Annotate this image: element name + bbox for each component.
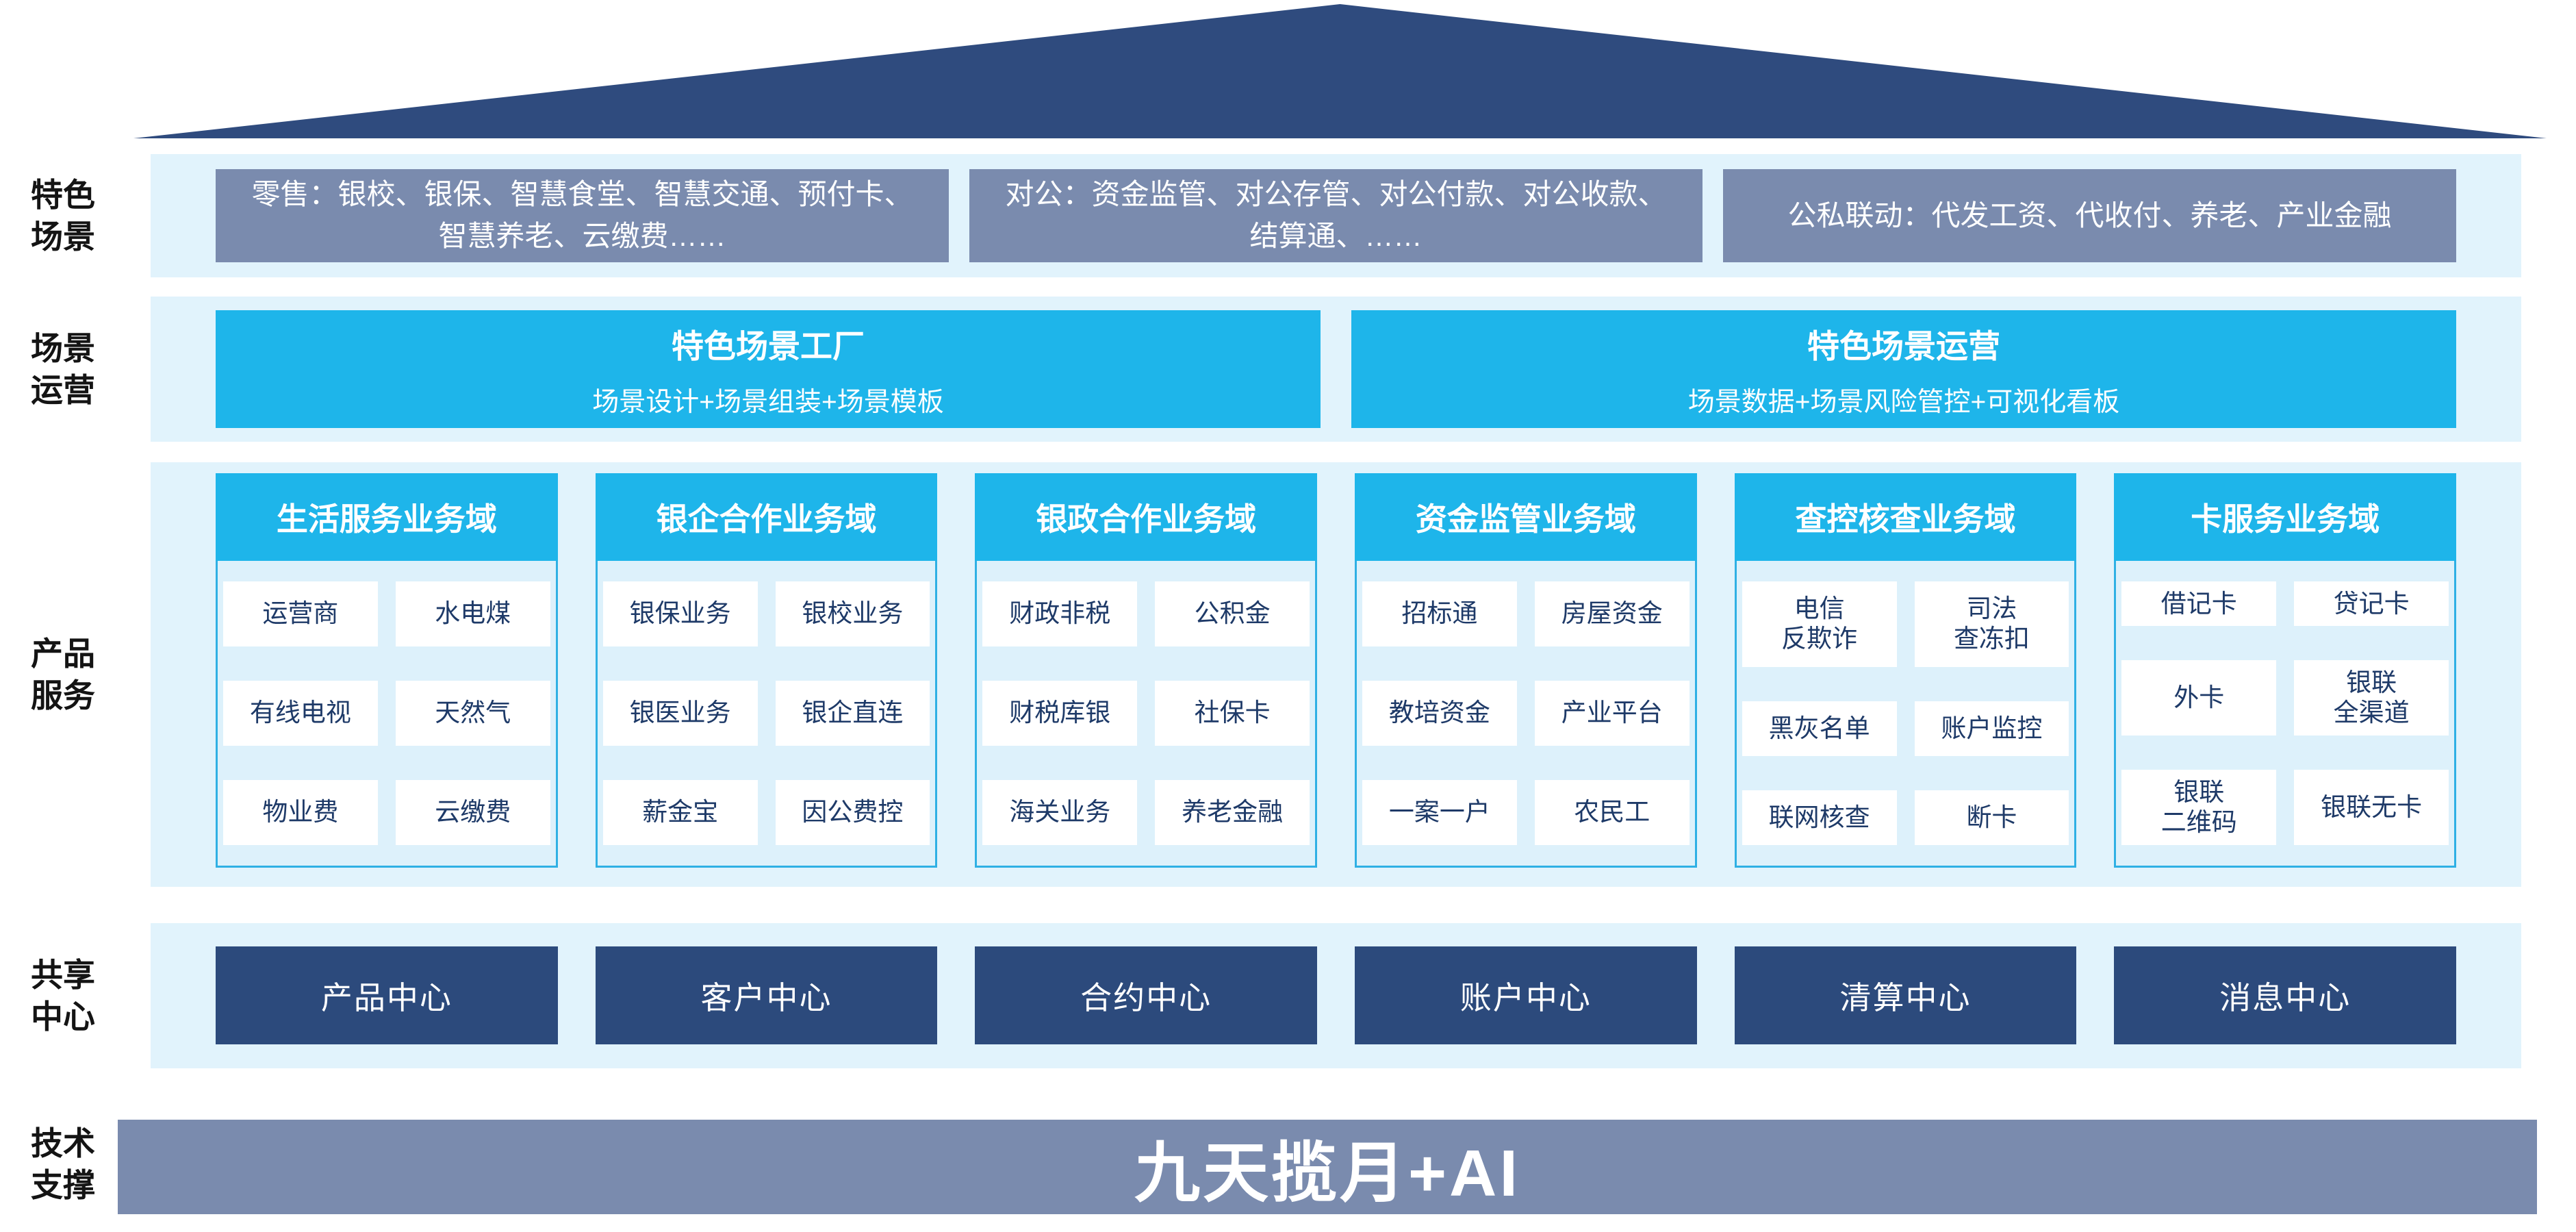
product-cell: 云缴费	[395, 780, 550, 845]
product-cell: 天然气	[395, 681, 550, 746]
product-column-life-service: 生活服务业务域 运营商 水电煤 有线电视 天然气 物业费 云缴费	[216, 473, 558, 868]
product-cell: 外卡	[2121, 660, 2277, 736]
product-cell: 银医业务	[602, 681, 758, 746]
product-cell: 电信 反欺诈	[1742, 581, 1897, 667]
column-body: 财政非税 公积金 财税库银 社保卡 海关业务 养老金融	[977, 561, 1315, 866]
column-header: 卡服务业务域	[2114, 473, 2457, 561]
product-cell: 物业费	[223, 780, 378, 845]
column-header: 银企合作业务域	[595, 473, 938, 561]
column-header: 银政合作业务域	[975, 473, 1318, 561]
scene-box-corporate: 对公：资金监管、对公存管、对公付款、对公收款、结算通、……	[969, 169, 1703, 262]
product-cell: 银校业务	[775, 581, 930, 646]
platform-roof	[133, 4, 2547, 138]
column-body: 银保业务 银校业务 银医业务 银企直连 薪金宝 因公费控	[598, 561, 936, 866]
scene-operation-subtitle: 场景数据+场景风险管控+可视化看板	[1687, 387, 2120, 417]
scene-box-retail: 零售：银校、银保、智慧食堂、智慧交通、预付卡、智慧养老、云缴费……	[216, 169, 949, 262]
product-cell: 公积金	[1155, 581, 1310, 646]
scene-factory-box: 特色场景工厂 场景设计+场景组装+场景模板	[216, 310, 1321, 428]
scene-factory-title: 特色场景工厂	[672, 327, 865, 364]
center-box-product: 产品中心	[216, 946, 558, 1044]
scene-box-public-private: 公私联动：代发工资、代收付、养老、产业金融	[1723, 169, 2456, 262]
product-cell: 一案一户	[1362, 780, 1517, 845]
scene-band: 零售：银校、银保、智慧食堂、智慧交通、预付卡、智慧养老、云缴费…… 对公：资金监…	[151, 154, 2521, 277]
product-cell: 农民工	[1534, 780, 1689, 845]
column-header: 生活服务业务域	[216, 473, 558, 561]
product-band: 生活服务业务域 运营商 水电煤 有线电视 天然气 物业费 云缴费 银企合作业务域…	[151, 462, 2521, 887]
center-box-account: 账户中心	[1355, 946, 1697, 1044]
operation-band: 特色场景工厂 场景设计+场景组装+场景模板 特色场景运营 场景数据+场景风险管控…	[151, 297, 2521, 442]
side-label-operation: 场景 运营	[31, 330, 95, 409]
scene-factory-subtitle: 场景设计+场景组装+场景模板	[592, 387, 944, 417]
product-cell: 断卡	[1914, 790, 2069, 845]
product-cell: 有线电视	[223, 681, 378, 746]
product-cell: 银企直连	[775, 681, 930, 746]
product-cell: 黑灰名单	[1742, 701, 1897, 756]
product-cell: 招标通	[1362, 581, 1517, 646]
column-body: 电信 反欺诈 司法 查冻扣 黑灰名单 账户监控 联网核查 断卡	[1737, 561, 2075, 866]
scene-operation-title: 特色场景运营	[1807, 327, 2000, 364]
product-cell: 联网核查	[1742, 790, 1897, 845]
center-box-contract: 合约中心	[975, 946, 1318, 1044]
side-label-scene: 特色 场景	[31, 177, 95, 255]
share-band: 产品中心 客户中心 合约中心 账户中心 清算中心 消息中心	[151, 923, 2521, 1068]
product-column-inquiry-control: 查控核查业务域 电信 反欺诈 司法 查冻扣 黑灰名单 账户监控 联网核查 断卡	[1734, 473, 2077, 868]
scene-operation-box: 特色场景运营 场景数据+场景风险管控+可视化看板	[1351, 310, 2456, 428]
column-header: 资金监管业务域	[1355, 473, 1697, 561]
center-box-message: 消息中心	[2114, 946, 2457, 1044]
product-cell: 银联 二维码	[2121, 770, 2277, 845]
side-label-product: 产品 服务	[31, 636, 95, 714]
column-body: 借记卡 贷记卡 外卡 银联 全渠道 银联 二维码 银联无卡	[2116, 561, 2454, 866]
product-column-fund-supervision: 资金监管业务域 招标通 房屋资金 教培资金 产业平台 一案一户 农民工	[1355, 473, 1697, 868]
column-header: 查控核查业务域	[1734, 473, 2077, 561]
product-cell: 银联 全渠道	[2294, 660, 2449, 736]
product-cell: 产业平台	[1534, 681, 1689, 746]
product-cell: 社保卡	[1155, 681, 1310, 746]
product-cell: 司法 查冻扣	[1914, 581, 2069, 667]
product-cell: 银联无卡	[2294, 770, 2449, 845]
tech-support-bar: 九天揽月+AI	[118, 1120, 2537, 1214]
column-body: 招标通 房屋资金 教培资金 产业平台 一案一户 农民工	[1357, 561, 1695, 866]
product-cell: 财税库银	[982, 681, 1138, 746]
product-cell: 运营商	[223, 581, 378, 646]
side-label-tech: 技术 支撑	[31, 1125, 95, 1204]
product-cell: 因公费控	[775, 780, 930, 845]
product-cell: 银保业务	[602, 581, 758, 646]
side-label-share: 共享 中心	[31, 957, 95, 1035]
product-cell: 养老金融	[1155, 780, 1310, 845]
product-cell: 教培资金	[1362, 681, 1517, 746]
center-box-customer: 客户中心	[595, 946, 938, 1044]
product-column-bank-enterprise: 银企合作业务域 银保业务 银校业务 银医业务 银企直连 薪金宝 因公费控	[595, 473, 938, 868]
product-column-bank-government: 银政合作业务域 财政非税 公积金 财税库银 社保卡 海关业务 养老金融	[975, 473, 1318, 868]
product-cell: 海关业务	[982, 780, 1138, 845]
product-cell: 账户监控	[1914, 701, 2069, 756]
product-column-card-service: 卡服务业务域 借记卡 贷记卡 外卡 银联 全渠道 银联 二维码 银联无卡	[2114, 473, 2457, 868]
product-cell: 房屋资金	[1534, 581, 1689, 646]
product-cell: 财政非税	[982, 581, 1138, 646]
column-body: 运营商 水电煤 有线电视 天然气 物业费 云缴费	[218, 561, 556, 866]
product-cell: 水电煤	[395, 581, 550, 646]
product-cell: 薪金宝	[602, 780, 758, 845]
center-box-clearing: 清算中心	[1734, 946, 2077, 1044]
product-cell: 借记卡	[2121, 581, 2277, 627]
product-cell: 贷记卡	[2294, 581, 2449, 627]
